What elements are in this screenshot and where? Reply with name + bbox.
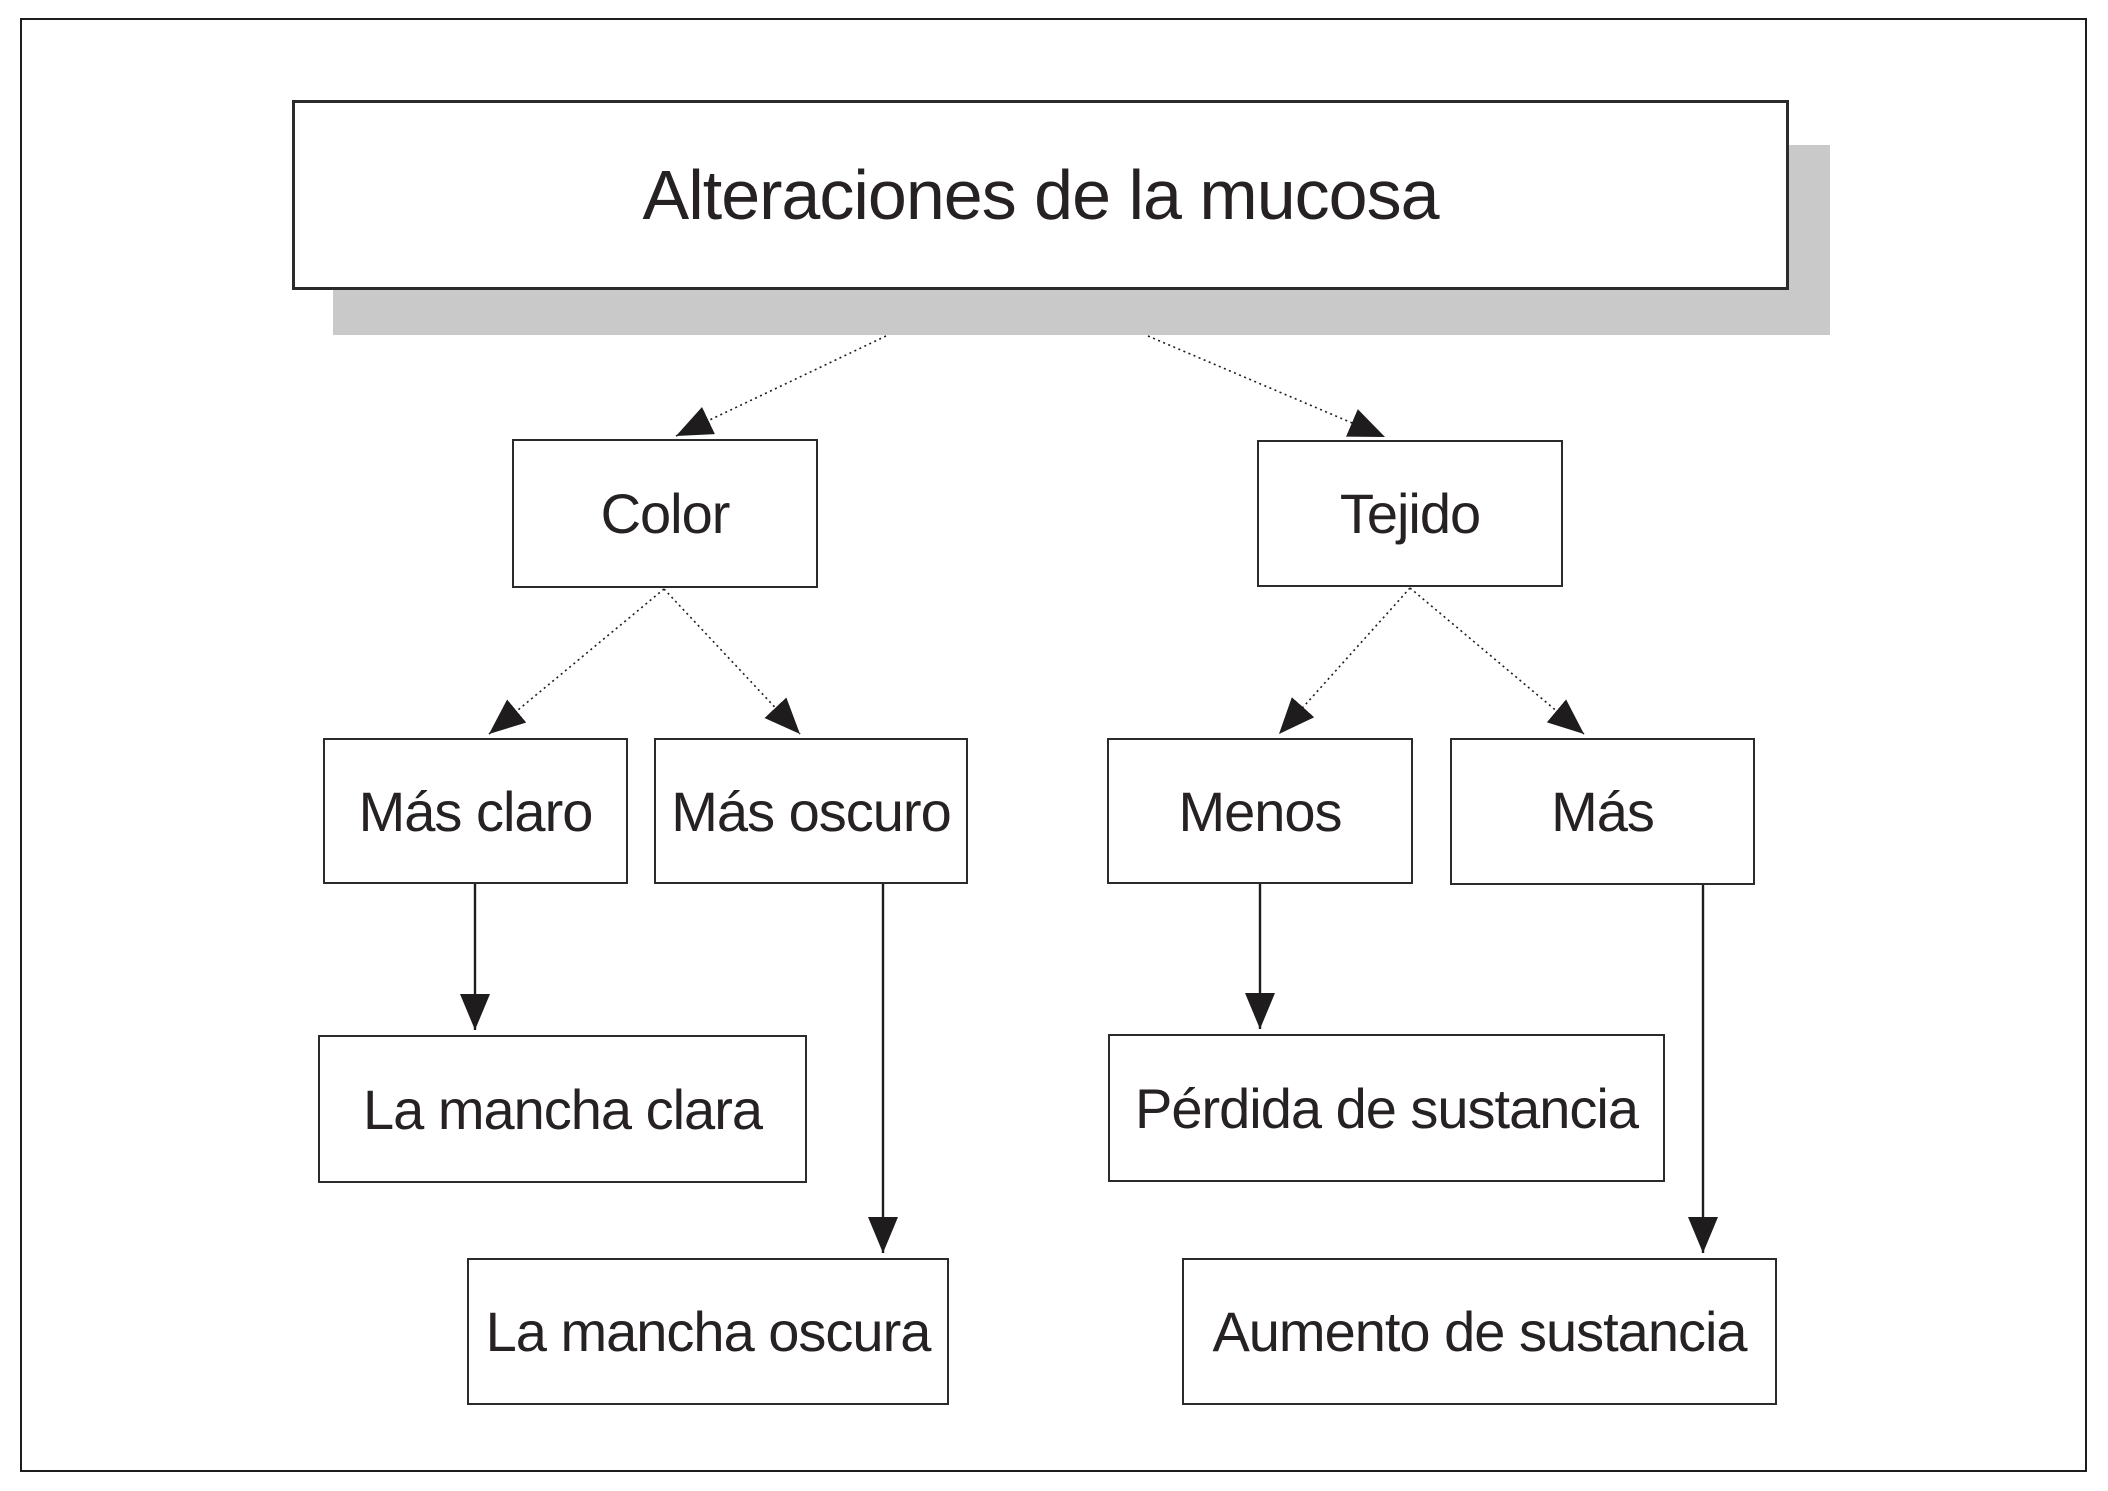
node-color: Color [512,439,818,588]
node-tejido: Tejido [1257,440,1563,587]
node-la-mancha-clara: La mancha clara [318,1035,807,1183]
node-mas-claro: Más claro [323,738,628,884]
node-menos: Menos [1107,738,1413,884]
node-mas: Más [1450,738,1755,885]
node-mas-oscuro: Más oscuro [654,738,968,884]
node-perdida-de-sustancia: Pérdida de sustancia [1108,1034,1665,1182]
node-la-mancha-oscura: La mancha oscura [467,1258,949,1405]
node-aumento-de-sustancia: Aumento de sustancia [1182,1258,1777,1405]
node-title: Alteraciones de la mucosa [292,100,1789,290]
